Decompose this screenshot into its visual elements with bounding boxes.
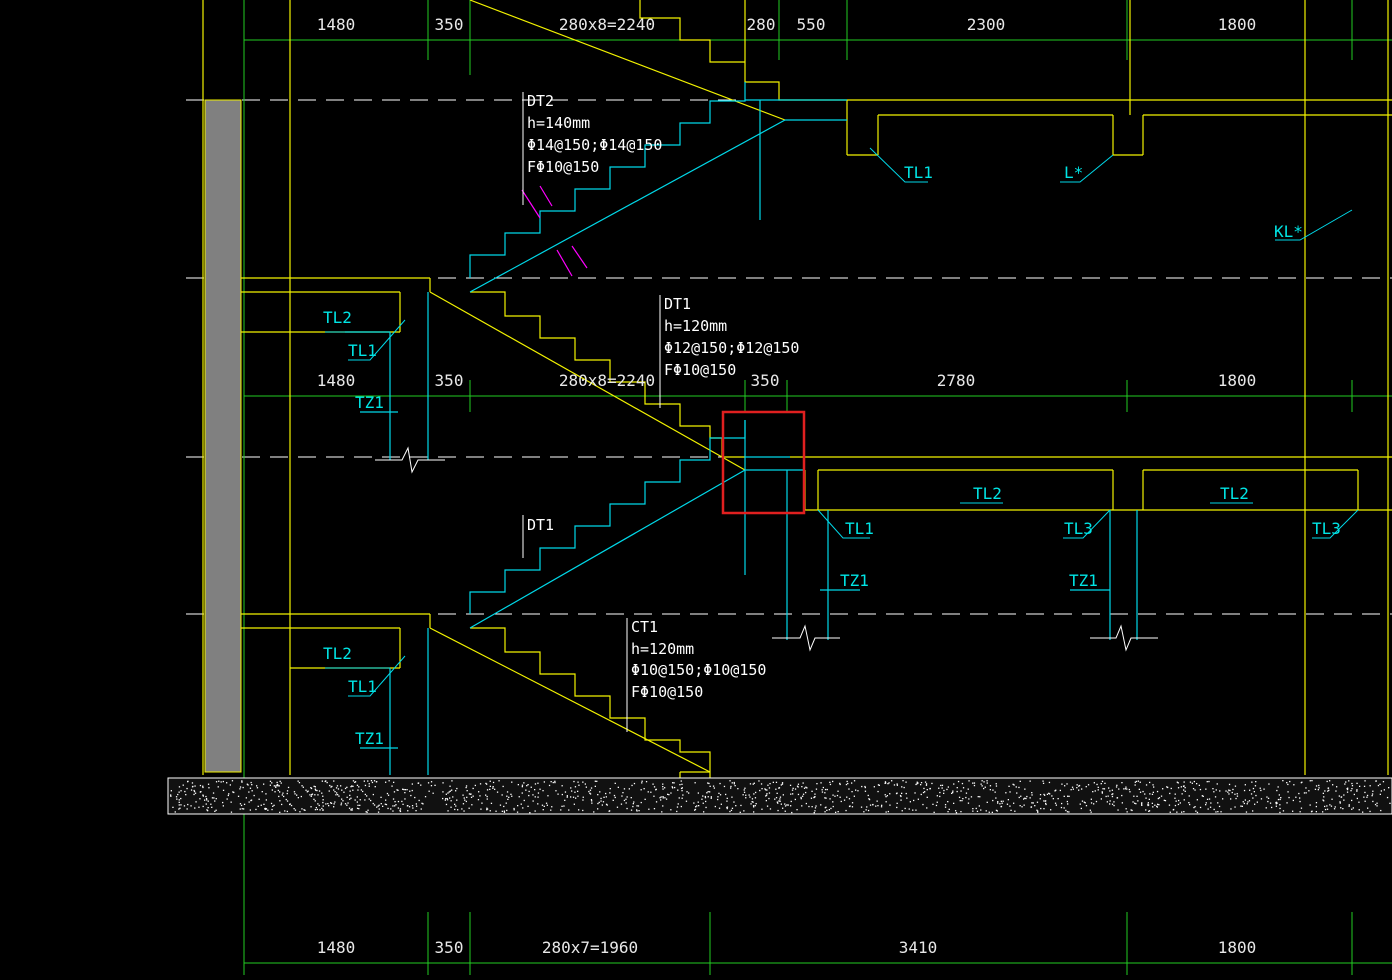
dim-bot-1: 1480 (317, 938, 356, 957)
note-dt1-name: DT1 (664, 295, 691, 313)
structure-lines (202, 0, 1392, 812)
note-dt2: DT2 h=140mm Φ14@150;Φ14@150 FΦ10@150 (522, 92, 662, 205)
dim-mid-6: 1800 (1218, 371, 1257, 390)
note-ct1-rebar: Φ10@150;Φ10@150 (631, 661, 766, 679)
dim-mid-5: 2780 (937, 371, 976, 390)
note-ct1-dist: FΦ10@150 (631, 683, 703, 701)
dim-top-5: 550 (797, 15, 826, 34)
label-tl2-mid-2: TL2 (1220, 484, 1249, 503)
dim-top-6: 2300 (967, 15, 1006, 34)
note-ct1-name: CT1 (631, 618, 658, 636)
dim-bot-2: 350 (435, 938, 464, 957)
slab-break-marks (521, 185, 588, 277)
note-dt2-thickness: h=140mm (527, 114, 590, 132)
label-tz1-mid-2: TZ1 (1069, 571, 1098, 590)
label-tz1-lower: TZ1 (355, 729, 384, 748)
label-tl2-upper: TL2 (323, 308, 352, 327)
label-kl-star: KL* (1274, 222, 1303, 241)
label-tl1-top: TL1 (904, 163, 933, 182)
label-tl3-mid-1: TL3 (1064, 519, 1093, 538)
note-ct1: CT1 h=120mm Φ10@150;Φ10@150 FΦ10@150 (626, 618, 766, 732)
top-dimensions: 1480 350 280x8=2240 280 550 2300 1800 (317, 15, 1257, 34)
break-marks (375, 446, 1158, 652)
label-tz1-upper: TZ1 (355, 393, 384, 412)
dim-top-4: 280 (747, 15, 776, 34)
note-dt1: DT1 h=120mm Φ12@150;Φ12@150 FΦ10@150 (659, 295, 799, 408)
dim-top-1: 1480 (317, 15, 356, 34)
dim-mid-1: 1480 (317, 371, 356, 390)
note-dt2-rebar: Φ14@150;Φ14@150 (527, 136, 662, 154)
note-dt2-name: DT2 (527, 92, 554, 110)
label-tl1-mid: TL1 (845, 519, 874, 538)
note-dt1-thickness: h=120mm (664, 317, 727, 335)
member-labels: TL1 L* KL* TL2 TL1 TZ1 TL2 TL2 TL1 TL3 T… (323, 163, 1341, 748)
leader-lines (325, 147, 1359, 697)
dim-top-3: 280x8=2240 (559, 15, 655, 34)
bottom-dimensions: 1480 350 280x7=1960 3410 1800 (317, 938, 1257, 957)
middle-dimensions: 1480 350 280x8=2240 350 2780 1800 (317, 371, 1257, 390)
dim-bot-3: 280x7=1960 (542, 938, 638, 957)
note-dt2-dist: FΦ10@150 (527, 158, 599, 176)
label-tl2-mid-1: TL2 (973, 484, 1002, 503)
label-l-star: L* (1064, 163, 1083, 182)
dim-top-7: 1800 (1218, 15, 1257, 34)
stair-flight-lines (345, 82, 1138, 775)
note-dt1-lower: DT1 (522, 515, 554, 558)
dimension-lines (243, 0, 1392, 975)
label-tl3-mid-2: TL3 (1312, 519, 1341, 538)
dim-top-2: 350 (435, 15, 464, 34)
note-dt1-rebar: Φ12@150;Φ12@150 (664, 339, 799, 357)
ground-slab (167, 777, 1392, 815)
dim-bot-5: 1800 (1218, 938, 1257, 957)
wall-column (204, 99, 242, 773)
label-tz1-mid-1: TZ1 (840, 571, 869, 590)
dim-mid-2: 350 (435, 371, 464, 390)
label-tl2-lower: TL2 (323, 644, 352, 663)
highlight-box[interactable] (721, 410, 806, 515)
note-dt1-lower-name: DT1 (527, 516, 554, 534)
label-tl1-upper: TL1 (348, 341, 377, 360)
dim-bot-4: 3410 (899, 938, 938, 957)
note-dt1-dist: FΦ10@150 (664, 361, 736, 379)
note-ct1-thickness: h=120mm (631, 640, 694, 658)
label-tl1-lower: TL1 (348, 677, 377, 696)
dim-mid-4: 350 (751, 371, 780, 390)
dim-mid-3: 280x8=2240 (559, 371, 655, 390)
